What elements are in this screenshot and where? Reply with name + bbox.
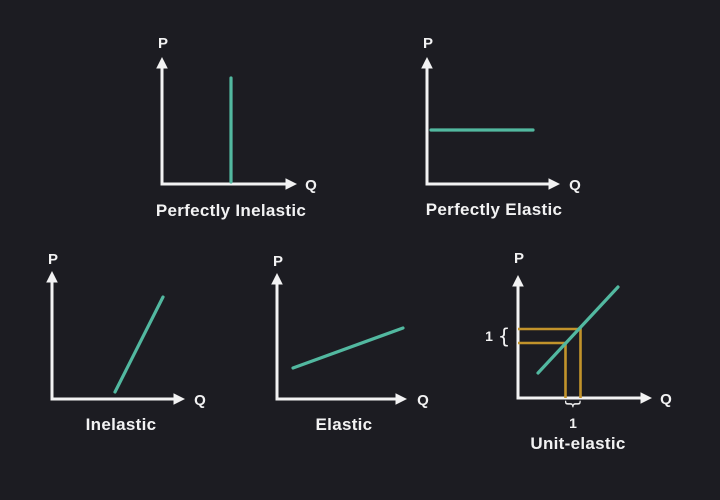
panel-caption: Perfectly Inelastic — [156, 201, 306, 220]
x-axis-arrow-icon — [395, 393, 407, 405]
x-axis-arrow-icon — [173, 393, 185, 405]
q-axis-label: Q — [660, 391, 672, 408]
y-axis-arrow-icon — [271, 273, 283, 285]
panel-caption: Elastic — [316, 415, 373, 434]
panel-perfectly-inelastic: P Q Perfectly Inelastic — [156, 35, 317, 220]
panel-caption: Unit-elastic — [530, 434, 625, 453]
y-axis-arrow-icon — [46, 271, 58, 283]
x-axis-arrow-icon — [548, 178, 560, 190]
price-change-label: 1 — [485, 328, 493, 344]
y-axis-arrow-icon — [512, 275, 524, 287]
q-axis-label: Q — [305, 177, 317, 194]
p-axis-label: P — [423, 35, 433, 52]
panel-unit-elastic: P Q 1 { { 1 Unit-elastic — [485, 250, 672, 453]
quantity-brace: { — [563, 399, 583, 410]
p-axis-label: P — [514, 250, 524, 267]
panel-caption: Inelastic — [86, 415, 157, 434]
curve-line — [113, 295, 165, 394]
panel-perfectly-elastic: P Q Perfectly Elastic — [421, 35, 581, 219]
y-axis-arrow-icon — [156, 57, 168, 69]
q-axis-label: Q — [194, 392, 206, 409]
panel-caption: Perfectly Elastic — [426, 200, 562, 219]
curve-line — [291, 326, 405, 370]
x-axis-arrow-icon — [640, 392, 652, 404]
quantity-change-label: 1 — [569, 415, 577, 431]
p-axis-label: P — [48, 251, 58, 268]
panel-elastic: P Q Elastic — [271, 253, 429, 434]
q-axis-label: Q — [417, 392, 429, 409]
p-axis-label: P — [158, 35, 168, 52]
x-axis-arrow-icon — [285, 178, 297, 190]
q-axis-label: Q — [569, 177, 581, 194]
curve-line — [536, 285, 620, 375]
panel-inelastic: P Q Inelastic — [46, 251, 206, 434]
y-axis-arrow-icon — [421, 57, 433, 69]
price-brace: { — [498, 324, 511, 348]
p-axis-label: P — [273, 253, 283, 270]
